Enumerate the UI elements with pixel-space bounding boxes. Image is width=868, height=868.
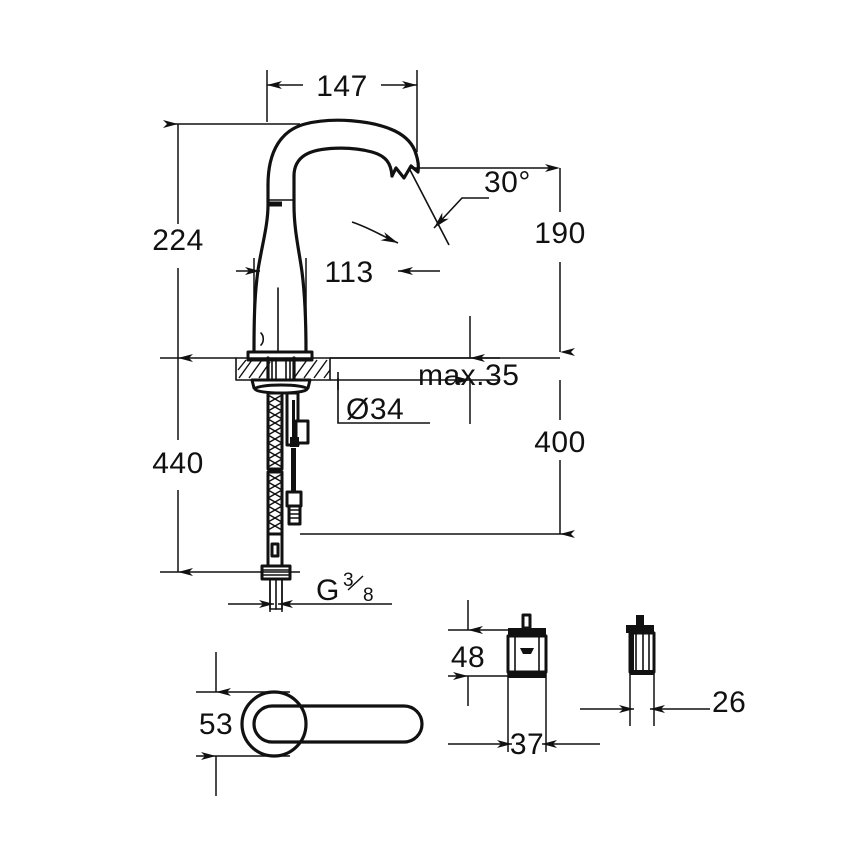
dim-label-thread-numerator: 3	[343, 570, 354, 591]
braided-hose-upper	[266, 391, 284, 471]
dimension-total-height: 224	[152, 120, 300, 362]
secondary-tube-core	[292, 400, 295, 445]
dim-label-147: 147	[316, 70, 368, 103]
dimension-supply-height: 400	[300, 380, 586, 538]
spout-inner-under-curve	[292, 146, 394, 178]
dimension-handle-width: 53	[196, 652, 290, 796]
riser-small-notch	[260, 332, 265, 346]
dim-label-thread-prefix: G	[316, 574, 340, 607]
dim-label-30deg: 30°	[484, 166, 531, 199]
cartridge-side-bottom-band	[630, 670, 654, 675]
tube-fitting-lower	[287, 504, 302, 526]
dim-label-37: 37	[510, 728, 544, 761]
dim-label-dia34: Ø34	[346, 393, 404, 426]
cartridge-side-left-edge	[630, 633, 634, 672]
handle-top-view-group: 53	[196, 652, 424, 796]
riser-collar-block	[268, 201, 282, 207]
dim-label-224: 224	[152, 224, 204, 257]
cartridge-top-stem	[521, 613, 532, 630]
cartridge-top-cap	[508, 628, 546, 636]
cartridge-front-view-group: 48 37	[448, 600, 600, 761]
dim-label-26: 26	[712, 686, 746, 719]
dimension-neck-height: 113	[236, 221, 440, 352]
shank-inner-lines	[275, 357, 287, 383]
handle-lever-bar	[252, 704, 424, 744]
cartridge-side-stem	[636, 615, 644, 629]
hose-marker-window	[270, 542, 280, 558]
cartridge-bottom-band	[508, 672, 546, 678]
dim-label-440: 440	[152, 447, 204, 480]
angle-leader	[433, 197, 489, 229]
cartridge-logo-mark	[520, 648, 534, 654]
thread-end-nut-knurl	[262, 569, 290, 576]
dim-label-max35: max.35	[418, 359, 519, 392]
dimension-outlet-angle: 30°	[408, 166, 552, 246]
base-flange	[246, 350, 314, 362]
cartridge-side-cap	[626, 625, 654, 633]
dimension-cartridge-depth: 26	[580, 672, 746, 726]
tube-connector-dark	[290, 437, 299, 447]
supply-hose-group	[260, 391, 310, 610]
angle-axis-line	[408, 167, 450, 246]
deck-mounting-group	[160, 350, 560, 395]
dimension-thread-size: G 3 8	[228, 570, 392, 612]
leader-to-spout-body	[351, 221, 399, 244]
dimension-spout-reach: 147	[266, 70, 418, 152]
dim-label-53: 53	[199, 708, 233, 741]
main-side-view-group	[160, 118, 560, 610]
tube-fitting	[285, 490, 303, 508]
dim-label-48: 48	[451, 641, 485, 674]
dimension-cartridge-height: 48	[448, 600, 516, 706]
secondary-tube-lower	[291, 448, 296, 510]
dimension-outlet-height: 190	[534, 164, 586, 356]
dimension-hose-length: 440	[152, 358, 300, 576]
dim-label-190-value: 190	[534, 217, 586, 250]
dimension-hole-diameter: Ø34	[337, 372, 430, 426]
thread-fraction-bar	[347, 575, 364, 591]
spout-outer-top-curve	[266, 118, 418, 187]
dim-label-113: 113	[324, 256, 373, 289]
dimension-deck-thickness: max.35	[330, 316, 519, 424]
braided-hose-lower	[266, 470, 284, 536]
dimension-cartridge-width: 37	[448, 672, 600, 761]
dim-label-thread-denominator: 8	[363, 585, 374, 606]
tube-fitting-knurl	[289, 509, 300, 519]
cartridge-side-view-group: 26	[580, 615, 746, 726]
shank-through-deck	[266, 356, 296, 384]
dim-label-400: 400	[534, 426, 586, 459]
cartridge-body-edges	[514, 635, 540, 673]
cartridge-side-ribs	[635, 632, 650, 673]
